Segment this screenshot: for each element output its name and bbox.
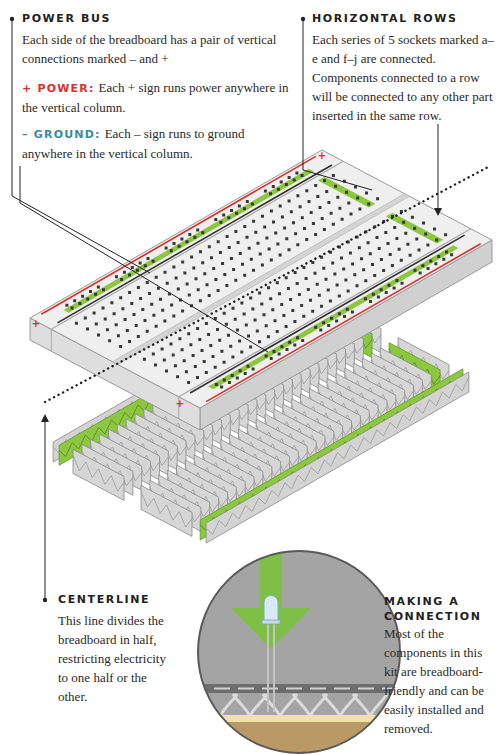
rail-groove (51, 329, 52, 351)
board-slots (190, 688, 410, 690)
led-leg (267, 620, 269, 712)
connected-highlight (64, 169, 314, 313)
backing (190, 722, 410, 754)
magnifier-view (190, 545, 410, 754)
clip-fingers (203, 694, 387, 716)
board-edge (190, 684, 410, 693)
led-leg (273, 620, 275, 712)
connected-highlight (208, 245, 458, 389)
callout-heading: CENTERLINE (58, 593, 150, 606)
callout-block: HORIZONTAL ROWS (312, 11, 497, 26)
callout-text: Most of the components in this kit are b… (384, 626, 484, 736)
callout-block: CENTERLINE (58, 592, 198, 607)
leader-line (20, 166, 268, 352)
callout-prefix: – GROUND: (22, 128, 101, 141)
callout-block: – GROUND:Each – sign runs to ground anyw… (22, 124, 294, 163)
row-clip (73, 449, 124, 500)
leader-line (45, 418, 46, 598)
socket-holes (65, 171, 453, 388)
polarity-mark: + (176, 399, 184, 409)
callout-text: Each side of the breadboard has a pair o… (22, 32, 276, 66)
callout-block: Each series of 5 sockets marked a–e and … (312, 30, 494, 125)
clip-finger (141, 491, 192, 527)
callout-heading: MAKING A CONNECTION (384, 595, 482, 623)
rail-stripe (206, 244, 480, 402)
callout-text: This line divides the breadboard in half… (58, 613, 166, 704)
clip-finger (73, 455, 124, 491)
rail-groove (51, 161, 343, 329)
magnifier-ring (198, 551, 400, 753)
callout-heading: POWER BUS (22, 12, 111, 25)
callout-block: This line divides the breadboard in half… (58, 611, 170, 706)
polarity-mark: + (32, 319, 40, 329)
callout-block: Each side of the breadboard has a pair o… (22, 30, 294, 68)
callout-block: Most of the components in this kit are b… (384, 624, 496, 738)
callout-text: Each series of 5 sockets marked a–e and … (312, 32, 494, 123)
leader-dot (43, 598, 47, 602)
led-rim (262, 620, 280, 624)
leader-line (438, 124, 439, 212)
breadboard (30, 150, 492, 430)
callout-block: POWER BUS (22, 11, 292, 26)
callout-heading: HORIZONTAL ROWS (312, 12, 458, 25)
callout-prefix: + POWER: (22, 82, 95, 95)
center-channel (113, 194, 410, 365)
row-clip (141, 485, 192, 536)
led-bulb (264, 596, 278, 623)
centerline (45, 166, 490, 402)
callout-block: + POWER:Each + sign runs power anywhere … (22, 78, 294, 117)
leader-dot (10, 17, 14, 21)
insert-arrow (231, 545, 311, 649)
polarity-mark: + (318, 151, 326, 161)
callout-block: MAKING A CONNECTION (384, 594, 499, 624)
board-top (30, 150, 492, 408)
leader-dot (301, 17, 305, 21)
